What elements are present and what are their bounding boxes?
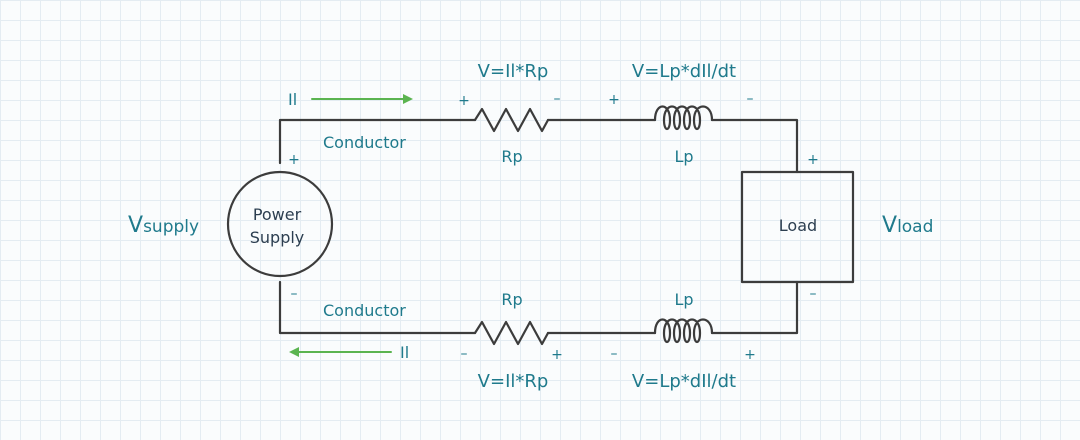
v-load-sub: load <box>897 217 933 237</box>
top-resistor-plus: + <box>458 93 470 109</box>
power-supply: Power Supply <box>226 170 334 278</box>
load-box <box>740 170 855 284</box>
bottom-inductor-symbol <box>653 318 714 344</box>
load-plus: + <box>807 152 819 168</box>
top-resistor-label: Rp <box>501 147 522 166</box>
bottom-inductor-equation: V=Lp*dIl/dt <box>632 371 736 392</box>
power-supply-circle <box>226 170 334 278</box>
bottom-resistor-equation: V=Il*Rp <box>478 371 549 392</box>
bottom-resistor-plus: + <box>551 347 563 363</box>
top-current-arrow <box>311 94 413 104</box>
load: Load <box>740 170 855 284</box>
top-resistor-equation: V=Il*Rp <box>478 61 549 82</box>
bottom-resistor-symbol <box>473 320 550 346</box>
bottom-resistor-minus: – <box>461 346 468 362</box>
top-wire <box>278 118 799 174</box>
bottom-current-arrow <box>289 347 392 357</box>
power-supply-label-line2: Supply <box>250 228 305 247</box>
v-supply-sub: supply <box>143 217 199 237</box>
v-load-label: Vload <box>882 213 933 238</box>
bottom-wire <box>278 280 799 335</box>
top-inductor-equation: V=Lp*dIl/dt <box>632 61 736 82</box>
bottom-resistor-label: Rp <box>501 290 522 309</box>
top-conductor-label: Conductor <box>323 133 406 152</box>
top-resistor-symbol <box>473 107 550 133</box>
top-inductor-label: Lp <box>674 147 693 166</box>
supply-plus: + <box>288 152 300 168</box>
top-inductor-plus: + <box>608 92 620 108</box>
bottom-current-label: Il <box>400 343 409 362</box>
bottom-inductor-minus: – <box>611 346 618 362</box>
load-minus: – <box>810 286 817 302</box>
load-label: Load <box>779 216 817 235</box>
v-load-main: V <box>882 213 897 238</box>
top-inductor-symbol <box>653 105 714 131</box>
power-supply-label-line1: Power <box>253 205 302 224</box>
v-supply-label: Vsupply <box>128 213 199 238</box>
v-supply-main: V <box>128 213 143 238</box>
bottom-inductor-label: Lp <box>674 290 693 309</box>
bottom-conductor-label: Conductor <box>323 301 406 320</box>
supply-minus: – <box>291 286 298 302</box>
top-resistor-minus: – <box>554 91 561 107</box>
top-inductor-minus: – <box>747 91 754 107</box>
top-current-label: Il <box>288 90 297 109</box>
bottom-inductor-plus: + <box>744 347 756 363</box>
